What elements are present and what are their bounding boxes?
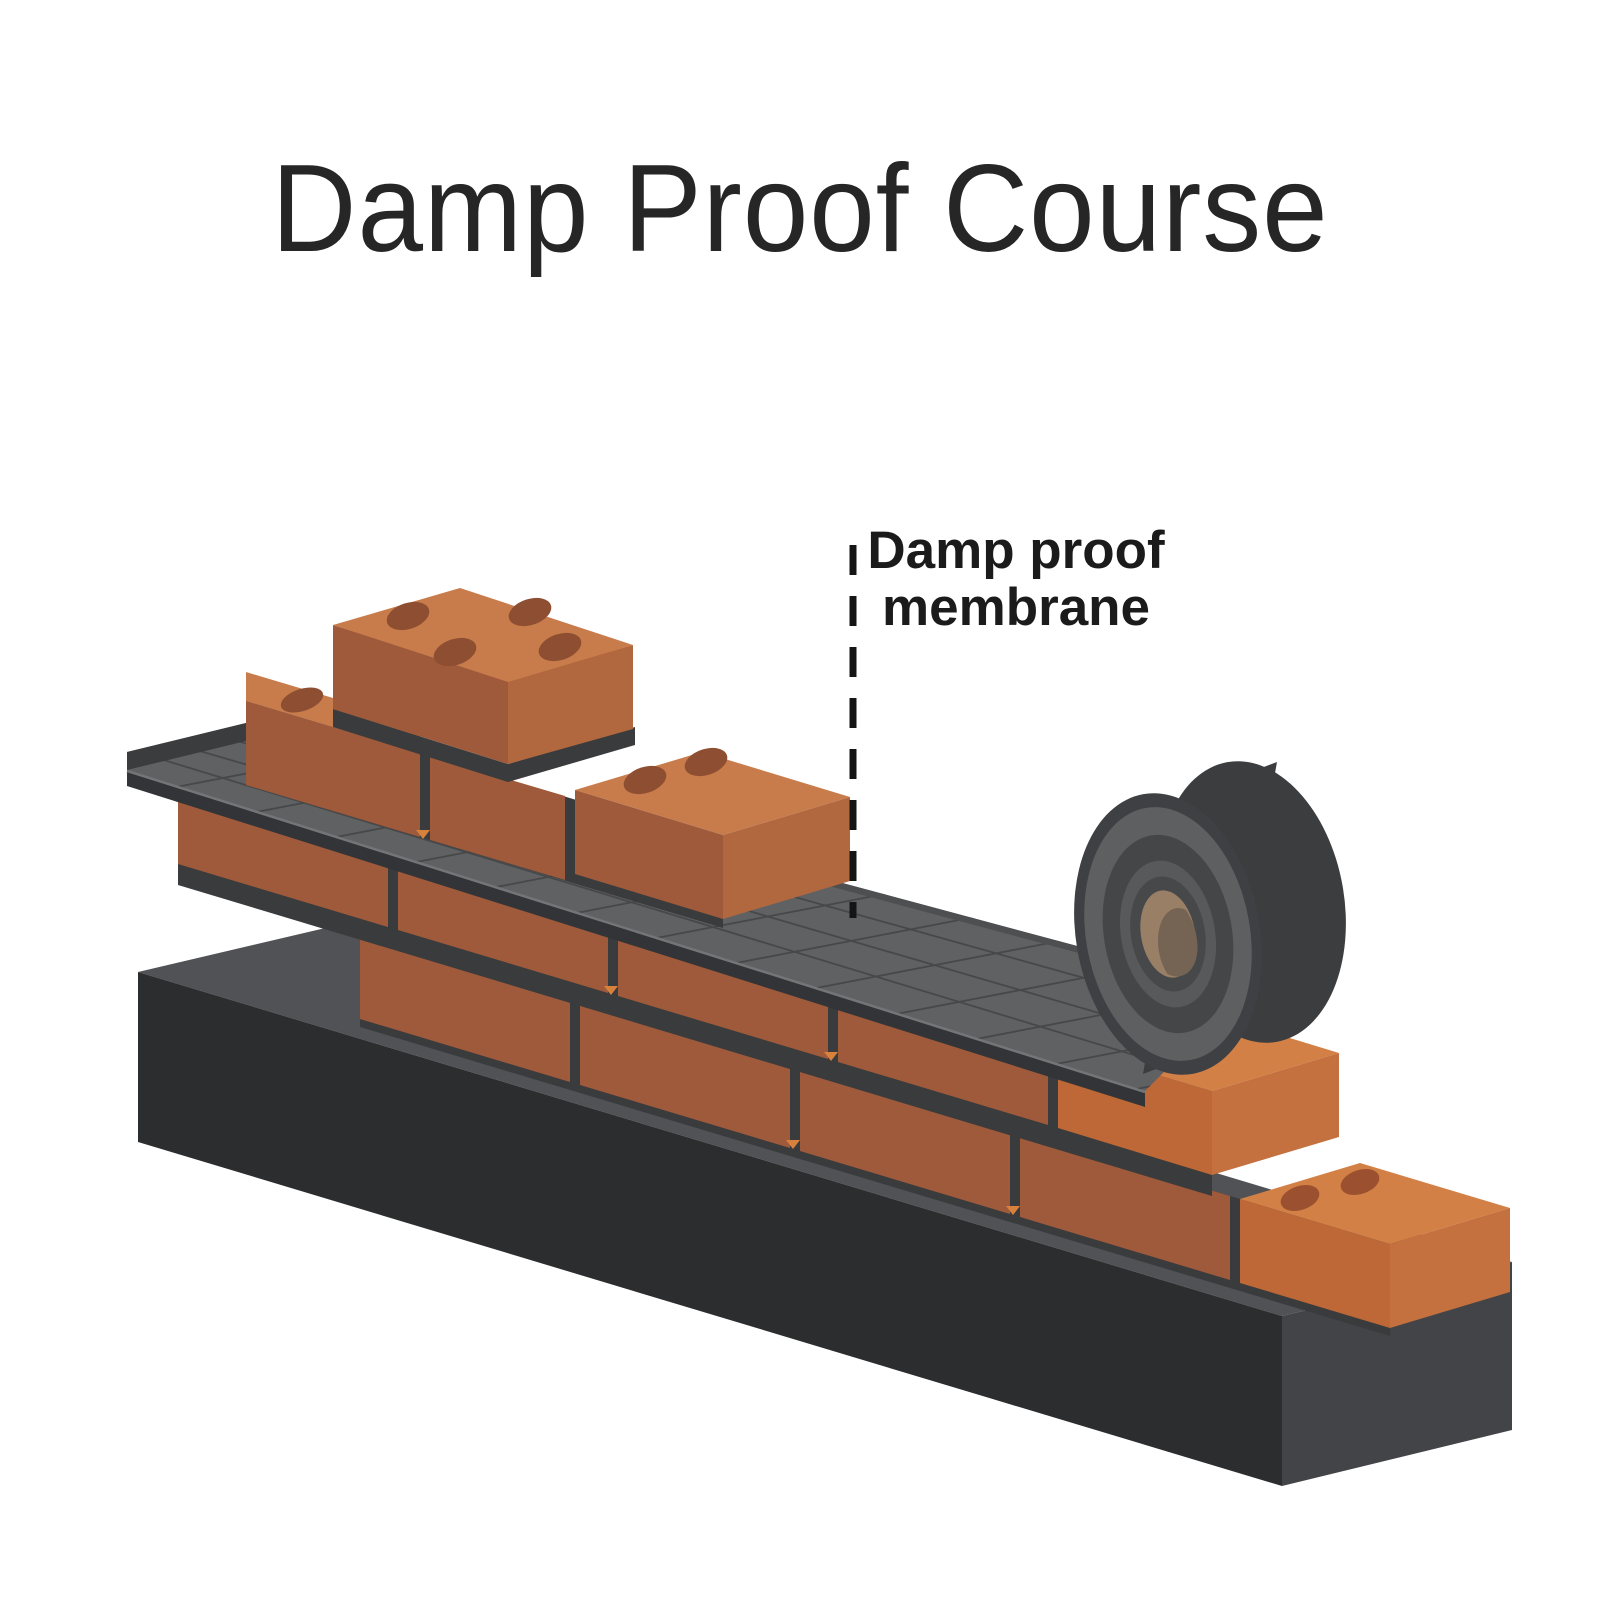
joint-peek [1006, 1206, 1020, 1215]
apex-side-face [508, 645, 633, 764]
membrane-roll [1074, 761, 1346, 1075]
joint-peek [416, 830, 430, 839]
brick [430, 756, 565, 880]
brick-course-3-end-brick [575, 747, 850, 919]
membrane-label: Damp proof membrane [836, 522, 1196, 636]
end-brick-front-face [1240, 1199, 1390, 1328]
brick-course-1-end-brick [1240, 1163, 1510, 1328]
brick-course-4-apex-brick [333, 588, 635, 782]
brick [1020, 1133, 1230, 1280]
brick [800, 1067, 1010, 1214]
brick [360, 935, 570, 1082]
foundation-front-face [138, 972, 1282, 1486]
membrane-front-edge [127, 770, 1145, 1107]
brick-hole [386, 601, 430, 631]
brick-hole [433, 637, 477, 667]
brick [580, 1001, 790, 1148]
mortar-under-apex [333, 709, 635, 782]
membrane-label-line1: Damp proof [867, 521, 1165, 580]
end-brick-side-face [723, 797, 850, 919]
brick-hole [1280, 1185, 1320, 1211]
membrane-cut-end [127, 723, 246, 770]
brick-hole [1340, 1169, 1380, 1195]
apex-front-face [333, 625, 508, 764]
membrane-edge-highlight [126, 769, 1146, 1094]
joint-peek [604, 986, 618, 995]
brick-hole [280, 687, 324, 713]
joint-peek [824, 1052, 838, 1061]
end-brick-side-face [1212, 1053, 1339, 1175]
end-brick-side-face [1390, 1208, 1510, 1328]
joint-peek [786, 1140, 800, 1149]
brick-hole [538, 632, 582, 662]
brick-front-face [246, 701, 420, 837]
brick-hole [508, 597, 552, 627]
brick-course-1 [360, 935, 1510, 1336]
brick-course-3 [246, 672, 850, 928]
page-title: Damp Proof Course [271, 140, 1329, 278]
end-brick-front-face [575, 790, 723, 919]
end-brick-top-face [1240, 1163, 1510, 1244]
brick-hole [684, 747, 728, 777]
brick-hole [623, 765, 667, 795]
membrane-label-line2: membrane [881, 578, 1151, 637]
